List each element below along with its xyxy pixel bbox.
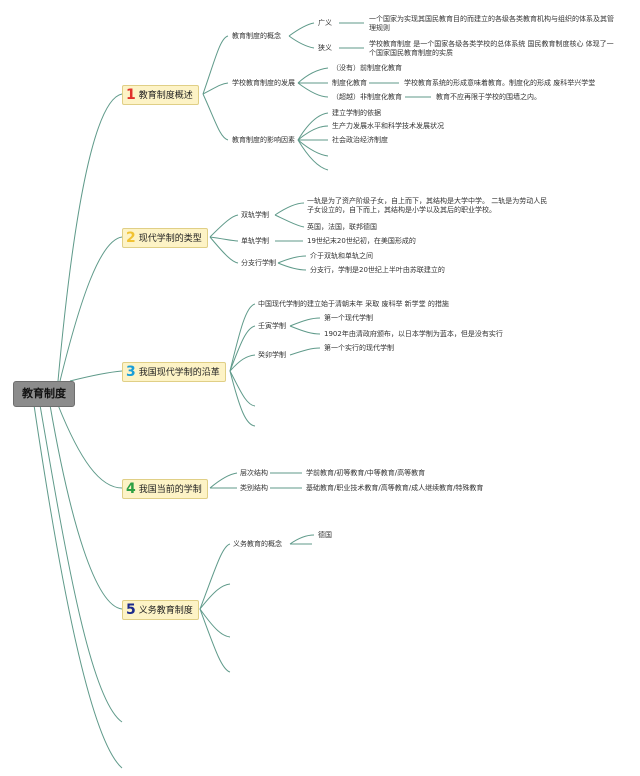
topic-2-label: 现代学制的类型 bbox=[138, 234, 202, 244]
t1-concept-narrow[interactable]: 狭义 bbox=[318, 44, 332, 52]
topic-4-label: 我国当前的学制 bbox=[138, 485, 202, 495]
t2-branch-desc-2: 分支行，学制是20世纪上半叶由苏联建立的 bbox=[310, 266, 445, 274]
topic-5-number: 5 bbox=[126, 602, 136, 618]
t5-sub-concept[interactable]: 义务教育的概念 bbox=[233, 540, 282, 548]
t2-dual-countries: 英国，法国，联邦德国 bbox=[307, 223, 377, 231]
t1-concept-narrow-text: 学校教育制度 是一个国家各级各类学校的总体系统 国民教育制度核心 体现了一个国家… bbox=[369, 40, 614, 57]
t3-renyin-2: 1902年由清政府颁布，以日本学制为蓝本，但是没有实行 bbox=[324, 330, 503, 338]
t1-concept-broad[interactable]: 广义 bbox=[318, 19, 332, 27]
t1-dev-non-text: 教育不应再限于学校的围墙之内。 bbox=[436, 93, 541, 101]
t2-dual-desc: 一轨是为了资产阶级子女，自上而下，其结构是大学中学。 二轨是为劳动人民子女设立的… bbox=[307, 197, 548, 214]
t3-sub-guimao[interactable]: 癸卯学制 bbox=[258, 351, 286, 359]
t1-sub-development[interactable]: 学校教育制度的发展 bbox=[232, 79, 295, 87]
t1-factor-2[interactable]: 生产力发展水平和科学技术发展状况 bbox=[332, 122, 444, 130]
t4-sub-type[interactable]: 类别结构 bbox=[240, 484, 268, 492]
topic-2-number: 2 bbox=[126, 230, 136, 246]
t1-factor-1[interactable]: 建立学制的依据 bbox=[332, 109, 381, 117]
t2-branch-desc-1: 介于双轨和单轨之间 bbox=[310, 252, 373, 260]
t1-sub-factors[interactable]: 教育制度的影响因素 bbox=[232, 136, 295, 144]
topic-5-label: 义务教育制度 bbox=[138, 606, 193, 616]
t1-dev-institutional[interactable]: 制度化教育 bbox=[332, 79, 367, 87]
t1-dev-pre[interactable]: （没有）前制度化教育 bbox=[332, 64, 402, 72]
t2-sub-single[interactable]: 单轨学制 bbox=[241, 237, 269, 245]
t1-factor-3[interactable]: 社会政治经济制度 bbox=[332, 136, 388, 144]
t2-sub-dual[interactable]: 双轨学制 bbox=[241, 211, 269, 219]
topic-3-label: 我国现代学制的沿革 bbox=[138, 368, 220, 378]
t3-renyin-1: 第一个现代学制 bbox=[324, 314, 373, 322]
t3-sub-renyin[interactable]: 壬寅学制 bbox=[258, 322, 286, 330]
topic-1-label: 教育制度概述 bbox=[138, 91, 193, 101]
t1-dev-institutional-text: 学校教育系统的形成意味着教育。制度化的形成 废科举兴学堂 bbox=[404, 79, 596, 87]
t3-guimao-1: 第一个实行的现代学制 bbox=[324, 344, 394, 352]
topic-3-number: 3 bbox=[126, 364, 136, 380]
topic-1-number: 1 bbox=[126, 87, 136, 103]
t4-sub-level[interactable]: 层次结构 bbox=[240, 469, 268, 477]
t4-level-desc: 学前教育/初等教育/中等教育/高等教育 bbox=[306, 469, 426, 477]
t3-sub-origin[interactable]: 中国现代学制的建立始于清朝末年 采取 废科举 新学堂 的措施 bbox=[258, 300, 449, 308]
t1-dev-non[interactable]: （超越）非制度化教育 bbox=[332, 93, 402, 101]
t4-type-desc: 基础教育/职业技术教育/高等教育/成人继续教育/特殊教育 bbox=[306, 484, 484, 492]
topic-4-number: 4 bbox=[126, 481, 136, 497]
root-node[interactable]: 教育制度 bbox=[13, 381, 75, 407]
t1-sub-concept[interactable]: 教育制度的概念 bbox=[232, 32, 281, 40]
t2-sub-branch[interactable]: 分支行学制 bbox=[241, 259, 276, 267]
t5-concept-germany: 德国 bbox=[318, 531, 332, 539]
t1-concept-broad-text: 一个国家为实现其国民教育目的而建立的各级各类教育机构与组织的体系及其管理规则 bbox=[369, 15, 614, 32]
t2-single-desc: 19世纪末20世纪初，在美国形成的 bbox=[307, 237, 416, 245]
